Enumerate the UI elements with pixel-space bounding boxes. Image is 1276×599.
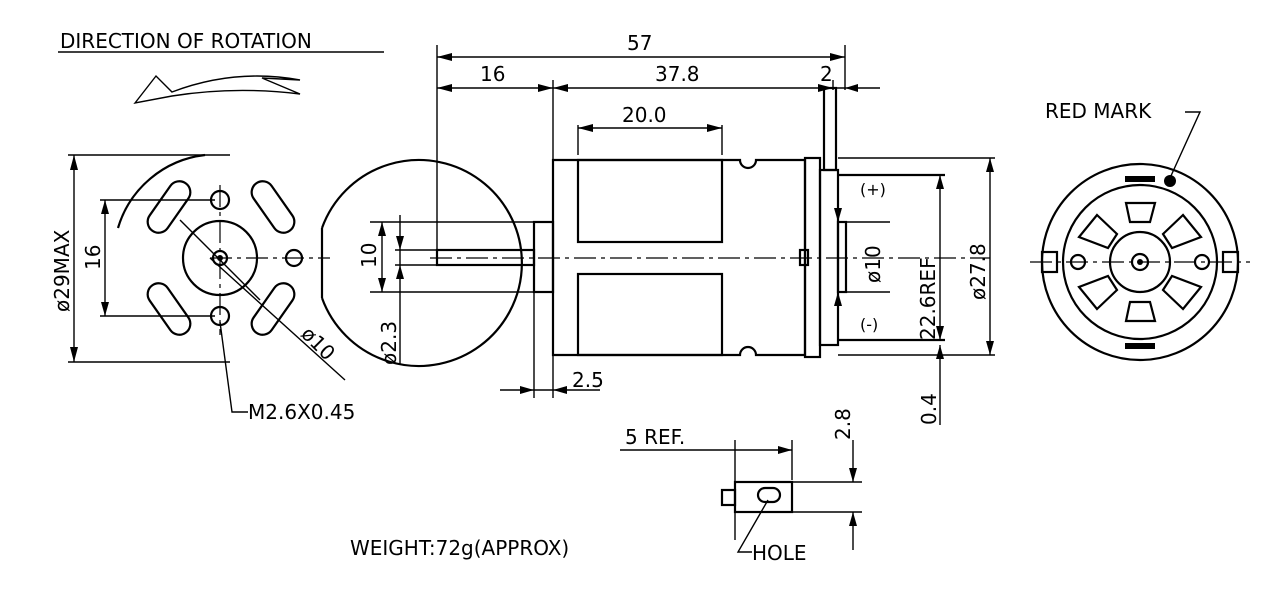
red-mark-label: RED MARK [1045,99,1152,123]
plus-terminal-label: (+) [860,180,886,199]
dim-37-8: 37.8 [655,62,700,86]
direction-title: DIRECTION OF ROTATION [60,29,312,53]
direction-of-rotation: DIRECTION OF ROTATION [58,29,384,105]
dim-22-6-ref: 22.6REF [916,257,940,340]
dim-2: 2 [820,62,833,86]
thread-label: M2.6X0.45 [248,400,355,424]
dim-0-4: 0.4 [917,393,941,425]
hole-label: HOLE [752,541,807,565]
dim-57: 57 [627,31,652,55]
dim-20: 20.0 [622,103,667,127]
dim-16-top: 16 [480,62,505,86]
rear-view: RED MARK [1030,99,1250,362]
rotation-arrow-icon [133,74,301,105]
dim-10-left: ø10 [296,322,340,366]
dim-2-8: 2.8 [831,408,855,440]
weight-label: WEIGHT:72g(APPROX) [350,536,569,560]
terminal-detail: 5 REF. 2.8 HOLE [620,408,862,565]
front-view: ø29MAX 16 ø10 M2.6X0.45 [50,153,523,424]
dim-2-3: ø2.3 [377,321,401,365]
dim-10-boss: ø10 [861,245,885,283]
dim-27-8: ø27.8 [966,243,990,300]
ref5-label: 5 REF. [625,425,685,449]
minus-terminal-label: (-) [860,315,878,334]
dim-10-shaft: 10 [357,243,381,268]
dim-2-5: 2.5 [572,368,604,392]
dim-16-left: 16 [81,245,105,270]
side-view: 57 16 37.8 2 20.0 (+) [357,31,995,425]
dim-29max: ø29MAX [50,229,74,312]
